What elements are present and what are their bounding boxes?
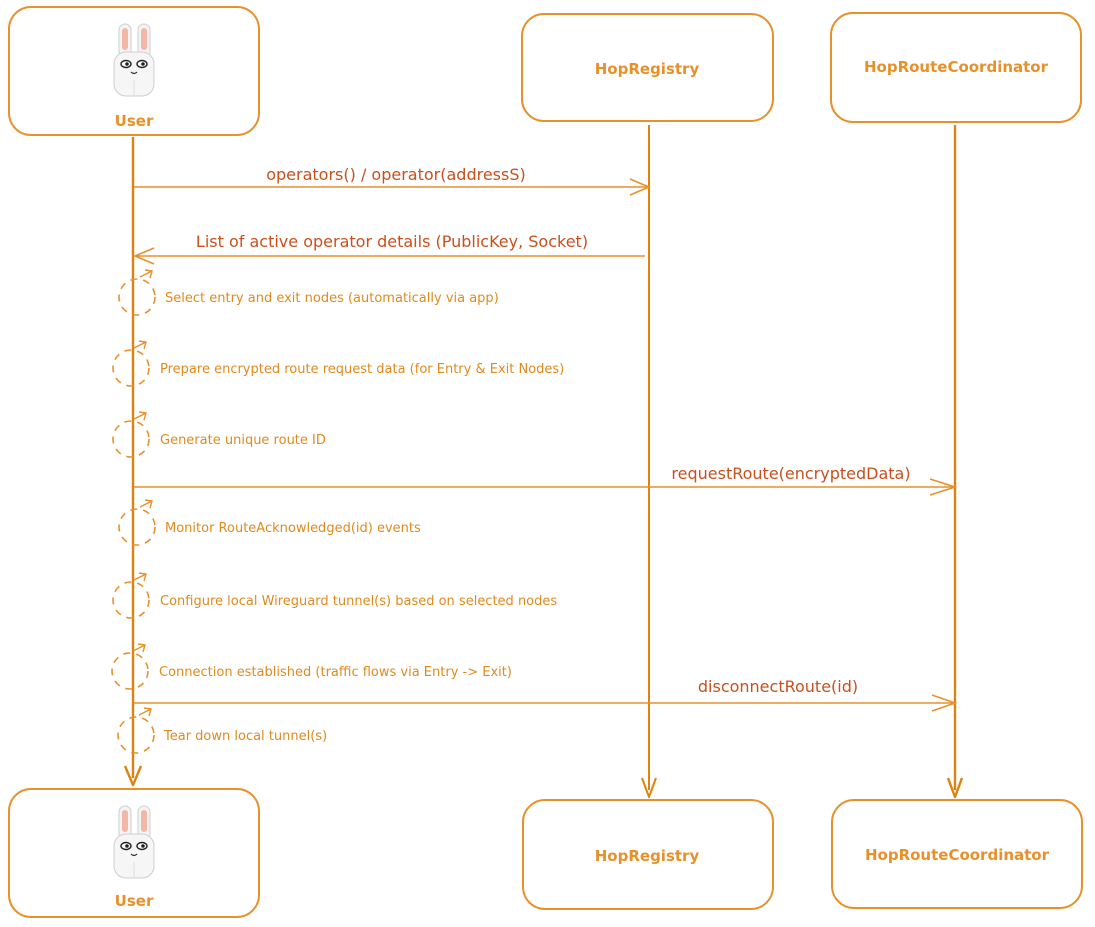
self-call-monitor-events: Monitor RouteAcknowledged(id) events (118, 499, 421, 546)
self-call-configure-tunnel: Configure local Wireguard tunnel(s) base… (112, 572, 557, 619)
self-call-label: Tear down local tunnel(s) (163, 729, 327, 744)
participant-user-bottom: User (8, 788, 260, 918)
self-call-connection-established: Connection established (traffic flows vi… (111, 643, 512, 690)
lifeline-hoproutecoordinator (946, 125, 964, 799)
participant-hopregistry-top: HopRegistry (521, 13, 774, 122)
participant-hoproutecoordinator-bottom: HopRouteCoordinator (831, 799, 1083, 909)
participant-hopregistry-bottom: HopRegistry (522, 799, 774, 910)
participant-label: User (115, 892, 154, 910)
self-call-label: Monitor RouteAcknowledged(id) events (165, 521, 421, 536)
self-call-select-nodes: Select entry and exit nodes (automatical… (118, 269, 499, 316)
self-call-generate-id: Generate unique route ID (112, 411, 326, 458)
message-label: disconnectRoute(id) (698, 677, 858, 696)
participant-user-top: User (8, 6, 260, 136)
message-operators: operators() / operator(addressS) (134, 165, 652, 196)
message-request-route: requestRoute(encryptedData) (134, 464, 958, 496)
message-label: operators() / operator(addressS) (266, 165, 526, 184)
self-call-label: Generate unique route ID (160, 433, 326, 448)
self-call-label: Configure local Wireguard tunnel(s) base… (160, 594, 557, 609)
participant-label: HopRouteCoordinator (864, 58, 1049, 76)
participant-label: HopRouteCoordinator (865, 846, 1050, 864)
lifeline-user (123, 137, 143, 787)
participant-label: HopRegistry (595, 60, 700, 78)
participant-label: HopRegistry (595, 847, 700, 865)
self-call-label: Connection established (traffic flows vi… (159, 665, 512, 680)
self-call-prepare-data: Prepare encrypted route request data (fo… (112, 340, 564, 387)
self-call-tear-down: Tear down local tunnel(s) (117, 707, 327, 754)
message-operator-details: List of active operator details (PublicK… (132, 232, 645, 265)
message-disconnect-route: disconnectRoute(id) (134, 677, 958, 712)
message-label: requestRoute(encryptedData) (671, 464, 910, 483)
participant-label: User (115, 112, 154, 130)
self-call-label: Prepare encrypted route request data (fo… (160, 362, 564, 377)
message-label: List of active operator details (PublicK… (196, 232, 588, 251)
participant-hoproutecoordinator-top: HopRouteCoordinator (830, 12, 1082, 123)
self-call-label: Select entry and exit nodes (automatical… (165, 291, 499, 306)
lifeline-hopregistry (641, 125, 657, 798)
